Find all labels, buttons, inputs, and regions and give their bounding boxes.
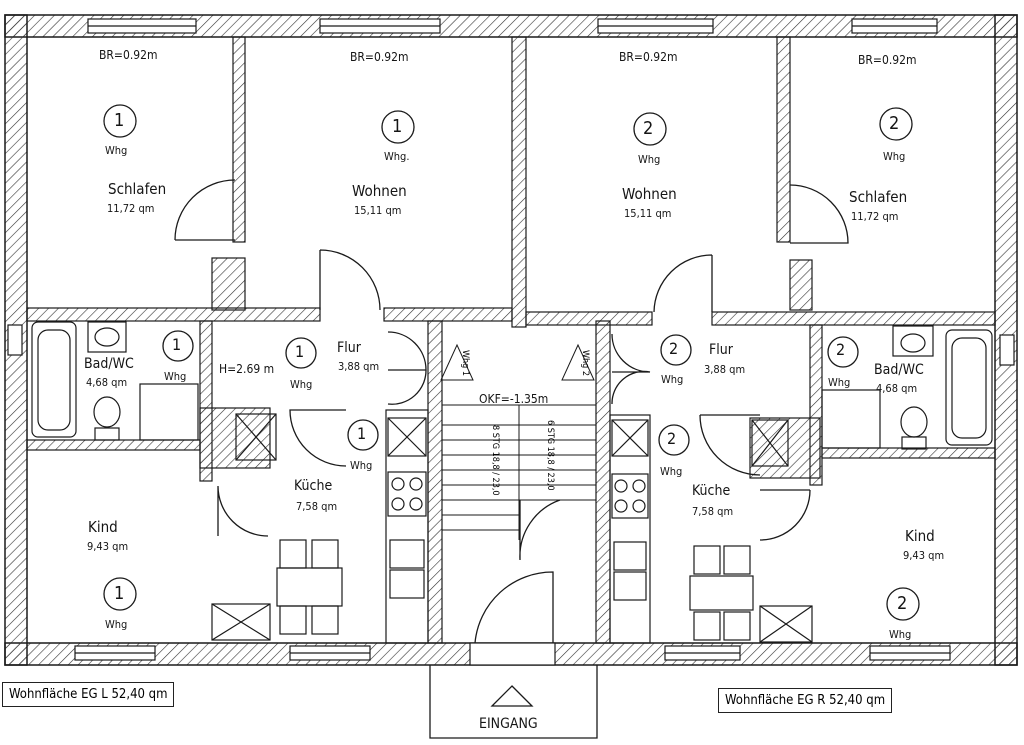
- right-kitchen-whg: Whg: [660, 465, 683, 478]
- bath-fixtures-left: [31, 321, 199, 441]
- right-hall-area: 3,88 qm: [704, 363, 746, 376]
- right-bedroom-area: 11,72 qm: [851, 210, 899, 223]
- left-living-area: 15,11 qm: [354, 204, 402, 217]
- stair-marker-right: Whg 2: [580, 350, 590, 377]
- stair-okf: OKF=-1.35m: [479, 392, 549, 406]
- left-living-unit-num: 1: [392, 116, 403, 137]
- interior-walls: [26, 36, 996, 644]
- left-hall-whg: Whg: [290, 378, 313, 391]
- stair-label-a: 8 STG 18,8 / 23,0: [490, 425, 500, 496]
- left-bath-unit-num: 1: [172, 335, 182, 354]
- right-child-unit-num: 2: [897, 593, 908, 614]
- left-child-area: 9,43 qm: [87, 540, 129, 553]
- left-bedroom-name: Schlafen: [108, 180, 167, 198]
- right-bedroom-unit-num: 2: [889, 113, 900, 134]
- bath-fixtures-right: [821, 325, 993, 450]
- stair-label-b: 6 STG 18,8 / 23,0: [545, 420, 555, 491]
- right-living-name: Wohnen: [622, 185, 677, 203]
- left-bedroom-area: 11,72 qm: [107, 202, 155, 215]
- left-living-br: BR=0.92m: [350, 50, 409, 64]
- right-kitchen-area: 7,58 qm: [692, 505, 734, 518]
- right-bedroom-br: BR=0.92m: [858, 53, 917, 67]
- left-hall-area: 3,88 qm: [338, 360, 380, 373]
- right-child-area: 9,43 qm: [903, 549, 945, 562]
- right-living-whg: Whg: [638, 153, 661, 166]
- right-living-area: 15,11 qm: [624, 207, 672, 220]
- right-kitchen-unit-num: 2: [667, 429, 677, 448]
- right-living-unit-num: 2: [643, 118, 654, 139]
- left-bedroom-br: BR=0.92m: [99, 48, 158, 62]
- right-hall-unit-num: 2: [669, 339, 679, 358]
- left-child-name: Kind: [88, 518, 118, 536]
- right-child-name: Kind: [905, 527, 935, 545]
- left-hall-name: Flur: [337, 340, 361, 356]
- entrance-frame: [429, 665, 598, 739]
- left-child-whg: Whg: [105, 618, 128, 631]
- left-kitchen-unit-num: 1: [357, 424, 367, 443]
- right-hall-whg: Whg: [661, 373, 684, 386]
- entrance-label: EINGANG: [479, 716, 538, 732]
- left-bath-whg: Whg: [164, 370, 187, 383]
- left-child-unit-num: 1: [114, 583, 125, 604]
- kitchen-fixtures: [211, 409, 813, 644]
- left-hall-unit-num: 1: [295, 342, 305, 361]
- left-hall-height: H=2.69 m: [219, 362, 275, 376]
- stair-marker-left: Whg 1: [460, 350, 470, 377]
- right-bath-whg: Whg: [828, 376, 851, 389]
- stairs: [440, 343, 597, 644]
- left-kitchen-whg: Whg: [350, 459, 373, 472]
- summary-right: Wohnfläche EG R 52,40 qm: [718, 688, 893, 713]
- left-living-whg: Whg.: [384, 150, 410, 163]
- right-bedroom-whg: Whg: [883, 150, 906, 163]
- right-living-br: BR=0.92m: [619, 50, 678, 64]
- right-bath-name: Bad/WC: [874, 362, 924, 378]
- left-bedroom-whg: Whg: [105, 144, 128, 157]
- left-kitchen-name: Küche: [294, 478, 333, 494]
- right-bedroom-name: Schlafen: [849, 188, 908, 206]
- summary-left: Wohnfläche EG L 52,40 qm: [2, 682, 175, 707]
- left-bath-name: Bad/WC: [84, 356, 134, 372]
- right-child-whg: Whg: [889, 628, 912, 641]
- windows: [7, 18, 1015, 666]
- right-bath-unit-num: 2: [836, 340, 846, 359]
- right-kitchen-name: Küche: [692, 483, 731, 499]
- left-living-name: Wohnen: [352, 182, 407, 200]
- left-bedroom-unit-num: 1: [114, 110, 125, 131]
- left-bath-area: 4,68 qm: [86, 376, 128, 389]
- unit-circles: [103, 104, 920, 621]
- doors: [174, 179, 849, 644]
- left-kitchen-area: 7,58 qm: [296, 500, 338, 513]
- right-bath-area: 4,68 qm: [876, 382, 918, 395]
- right-hall-name: Flur: [709, 342, 733, 358]
